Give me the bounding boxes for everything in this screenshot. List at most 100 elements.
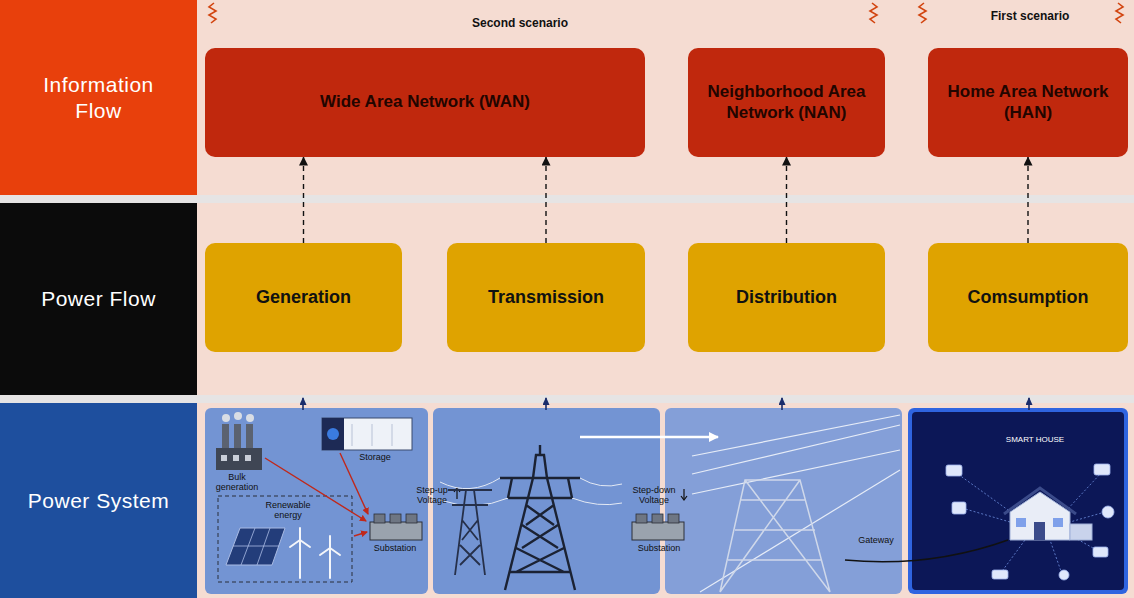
panel-title: SMART HOUSE: [990, 436, 1080, 445]
solar-panel: [226, 528, 285, 565]
storage-icon: [322, 418, 412, 450]
transmission-tower: [448, 490, 492, 575]
storage-icon: [322, 418, 412, 450]
smart-device-icon: [992, 570, 1008, 579]
scenario-label: First scenario: [975, 10, 1085, 23]
flow-arrow: [580, 436, 718, 439]
device-link: [955, 472, 1105, 574]
storage-icon: [352, 424, 353, 446]
stage-box: Transmission: [447, 243, 645, 352]
dashed-connector: [1027, 157, 1028, 243]
factory-icon: [222, 424, 229, 450]
substation-icon: [652, 514, 663, 523]
voltage-arrow: [683, 489, 684, 499]
component-label: Renewable energy: [262, 501, 314, 521]
distribution-line: [700, 470, 900, 592]
distribution-line: [692, 415, 900, 592]
up-arrow: [302, 398, 304, 410]
feed-arrow: [340, 453, 368, 514]
node-text: Transmission: [488, 287, 604, 309]
smart-house: [1053, 518, 1063, 527]
substation-icon: [390, 514, 401, 523]
component-label: Substation: [630, 544, 688, 554]
system-panel: [205, 408, 1128, 594]
voltage-label: Step-down Voltage: [628, 486, 680, 506]
substation-icon: [370, 522, 422, 540]
substation-icon: [406, 514, 417, 523]
distribution-line: [692, 450, 900, 494]
solar-panel: [241, 528, 255, 565]
node-text: Home Area Network (HAN): [939, 82, 1117, 123]
smart-device-icon: [1059, 570, 1069, 580]
wind-turbine: [329, 536, 331, 548]
device-link: [1050, 540, 1062, 574]
substation-icon: [374, 514, 385, 523]
scenario-bracket: [870, 3, 877, 23]
node-text: Distribution: [736, 287, 837, 309]
dashed-connector: [786, 157, 787, 243]
wind-turbine: [299, 541, 301, 578]
node-text: Neighborhood Area Network (NAN): [699, 82, 874, 123]
device-link: [1065, 472, 1102, 512]
stage-box: Comsumption: [928, 243, 1128, 352]
band-gap: [0, 395, 1134, 403]
smart-house: [1034, 522, 1045, 540]
factory-icon: [234, 412, 242, 420]
device-link: [962, 508, 1010, 522]
system-panel: [908, 408, 1128, 594]
row-header: Information Flow: [0, 0, 197, 195]
network-box: Home Area Network (HAN): [928, 48, 1128, 157]
stage-box: Distribution: [688, 243, 885, 352]
smart-device-icon: [946, 465, 962, 476]
component-label: Substation: [366, 544, 424, 554]
up-arrow: [781, 398, 783, 410]
renewable-group-outline: [218, 496, 352, 582]
feed-arrow: [354, 532, 367, 536]
storage-icon: [392, 424, 393, 446]
wind-turbine: [290, 540, 300, 547]
dashed-connector: [303, 157, 304, 243]
up-arrow: [1028, 398, 1030, 410]
scenario-label: Second scenario: [420, 17, 620, 30]
factory-icon: [246, 424, 253, 450]
solar-panel: [233, 546, 279, 547]
wind-turbine: [299, 528, 301, 540]
smart-device-icon: [946, 464, 1114, 580]
scenario-bracket: [919, 3, 926, 23]
node-text: Power System: [28, 488, 169, 513]
storage-icon: [327, 428, 339, 440]
system-panel: [912, 412, 1124, 590]
wind-turbine: [330, 548, 340, 555]
device-link: [1000, 540, 1025, 574]
factory-icon: [245, 455, 251, 461]
dashed-connector: [545, 157, 546, 243]
wind-turbine: [329, 549, 331, 578]
storage-icon: [372, 424, 373, 446]
node-text: Wide Area Network (WAN): [320, 92, 530, 112]
power-wire: [580, 478, 622, 486]
transmission-tower: [500, 445, 580, 590]
smart-house: [1010, 492, 1070, 540]
solar-panel: [257, 528, 270, 565]
node-text: Information Flow: [24, 72, 174, 122]
scenario-bracket: [209, 3, 216, 23]
storage-icon: [322, 418, 344, 450]
factory-icon: [234, 424, 241, 450]
stage-box: Generation: [205, 243, 402, 352]
smart-house: [1016, 518, 1026, 527]
voltage-label: Step-up Voltage: [410, 486, 454, 506]
node-text: Power Flow: [41, 286, 156, 311]
distribution-line: [692, 415, 900, 456]
node-text: Comsumption: [968, 287, 1089, 309]
factory-icon: [233, 455, 239, 461]
voltage-arrow: [681, 496, 687, 500]
smart-device-icon: [1093, 547, 1108, 557]
component-label: Bulk generation: [208, 473, 266, 493]
substation-icon: [668, 514, 679, 523]
smart-house: [1004, 488, 1076, 514]
substation-icon: [632, 522, 684, 540]
solar-panel: [226, 528, 285, 565]
smart-house: [1070, 524, 1092, 540]
